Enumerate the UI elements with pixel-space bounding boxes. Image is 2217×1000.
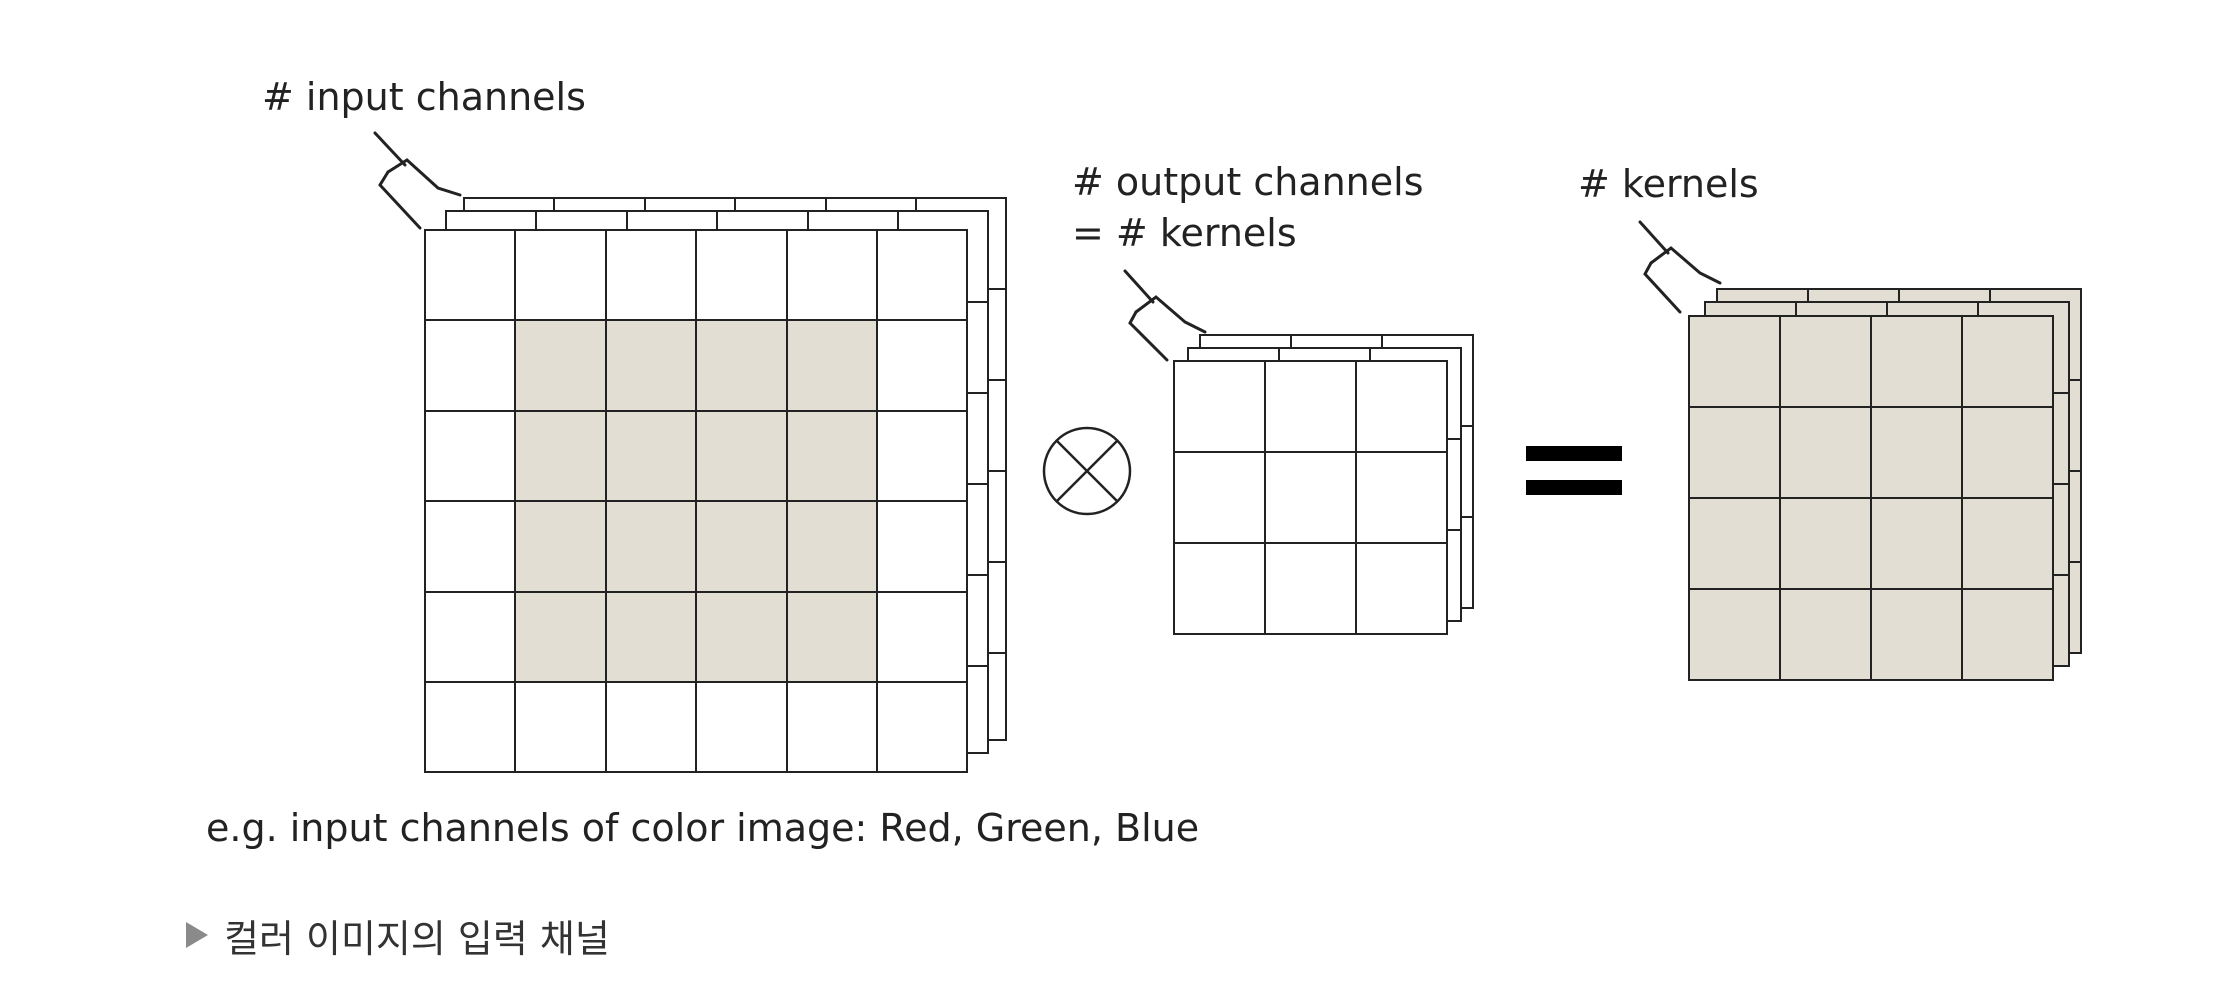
input-feature-map xyxy=(424,229,968,773)
output-channels-label: # output channels xyxy=(1072,160,1424,204)
example-note: e.g. input channels of color image: Red,… xyxy=(206,806,1199,850)
output-channels-equals-kernels-label: = # kernels xyxy=(1072,211,1297,255)
caption-triangle-icon xyxy=(186,922,208,948)
kernel xyxy=(1173,360,1448,635)
equals-sign-icon xyxy=(1526,446,1622,495)
kernels-label: # kernels xyxy=(1578,162,1759,206)
convolution-operator-icon xyxy=(1042,426,1132,516)
figure-caption: 컬러 이미지의 입력 채널 xyxy=(186,905,610,965)
kernels-bracket xyxy=(1638,220,1722,314)
input-channels-bracket xyxy=(373,131,462,230)
output-channels-bracket xyxy=(1123,269,1207,362)
input-channels-label: # input channels xyxy=(262,75,586,119)
caption-text: 컬러 이미지의 입력 채널 xyxy=(224,916,610,961)
output-feature-map xyxy=(1688,315,2054,681)
